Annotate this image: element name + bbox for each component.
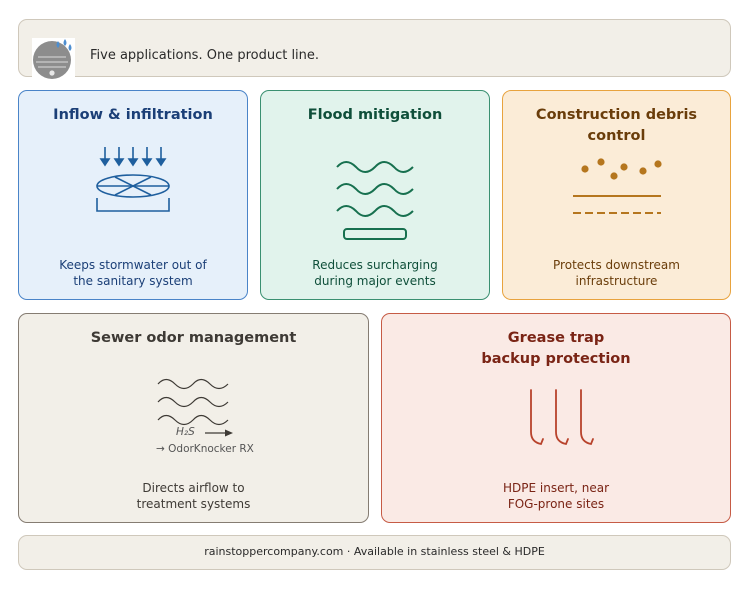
- flood-waves-icon: [336, 161, 414, 240]
- company-logo-icon: [32, 38, 75, 81]
- product-note: → OdorKnocker RX: [156, 443, 254, 455]
- card-sewer-odor: Sewer odor management H₂S → OdorKnocker …: [18, 313, 369, 523]
- inflow-cover-icon: [96, 147, 170, 212]
- card-title: Grease trap backup protection: [382, 328, 730, 370]
- card-description-line: during major events: [314, 274, 436, 288]
- card-description-line: the sanitary system: [73, 274, 193, 288]
- card-title: Construction debris control: [503, 105, 730, 147]
- grease-drips-icon: [530, 389, 594, 446]
- card-title-line: Grease trap: [507, 330, 605, 346]
- card-description-line: Protects downstream: [553, 258, 680, 272]
- card-description: Keeps stormwater out of the sanitary sys…: [19, 257, 247, 289]
- card-title-line: Inflow & infiltration: [53, 107, 213, 123]
- card-description-line: FOG-prone sites: [507, 497, 605, 511]
- card-description: Directs airflow to treatment systems: [19, 480, 368, 512]
- card-flood-mitigation: Flood mitigation Reduces surcharging dur…: [260, 90, 490, 300]
- header-tagline: Five applications. One product line.: [90, 48, 320, 63]
- card-description-line: HDPE insert, near: [502, 481, 609, 495]
- card-grease-trap: Grease trap backup protection HDPE inser…: [381, 313, 731, 523]
- card-title-line: Sewer odor management: [90, 330, 297, 346]
- card-description-line: infrastructure: [575, 274, 658, 288]
- card-description-line: Keeps stormwater out of: [59, 258, 207, 272]
- odor-waves-icon: [157, 378, 233, 437]
- card-title-line: Flood mitigation: [307, 107, 443, 123]
- card-description: HDPE insert, near FOG-prone sites: [382, 480, 730, 512]
- card-title-line: Construction debris: [535, 107, 698, 123]
- card-description: Protects downstream infrastructure: [503, 257, 730, 289]
- debris-particles-icon: [573, 158, 662, 214]
- card-title: Sewer odor management: [19, 328, 368, 349]
- card-inflow-infiltration: Inflow & infiltration Keeps stormwater o…: [18, 90, 248, 300]
- card-title: Flood mitigation: [261, 105, 489, 126]
- header-bar: Five applications. One product line.: [18, 19, 731, 81]
- card-description: Reduces surcharging during major events: [261, 257, 489, 289]
- card-title-line: control: [587, 128, 646, 144]
- card-description-line: Reduces surcharging: [312, 258, 438, 272]
- footer-text: rainstoppercompany.com · Available in st…: [204, 545, 545, 558]
- card-title-line: backup protection: [481, 351, 631, 367]
- card-description-line: Directs airflow to: [142, 481, 245, 495]
- card-description-line: treatment systems: [136, 497, 251, 511]
- gas-formula-label: H₂S: [176, 426, 195, 438]
- footer-bar: rainstoppercompany.com · Available in st…: [18, 535, 731, 570]
- card-construction-debris: Construction debris control Protects dow…: [502, 90, 731, 300]
- card-title: Inflow & infiltration: [19, 105, 247, 126]
